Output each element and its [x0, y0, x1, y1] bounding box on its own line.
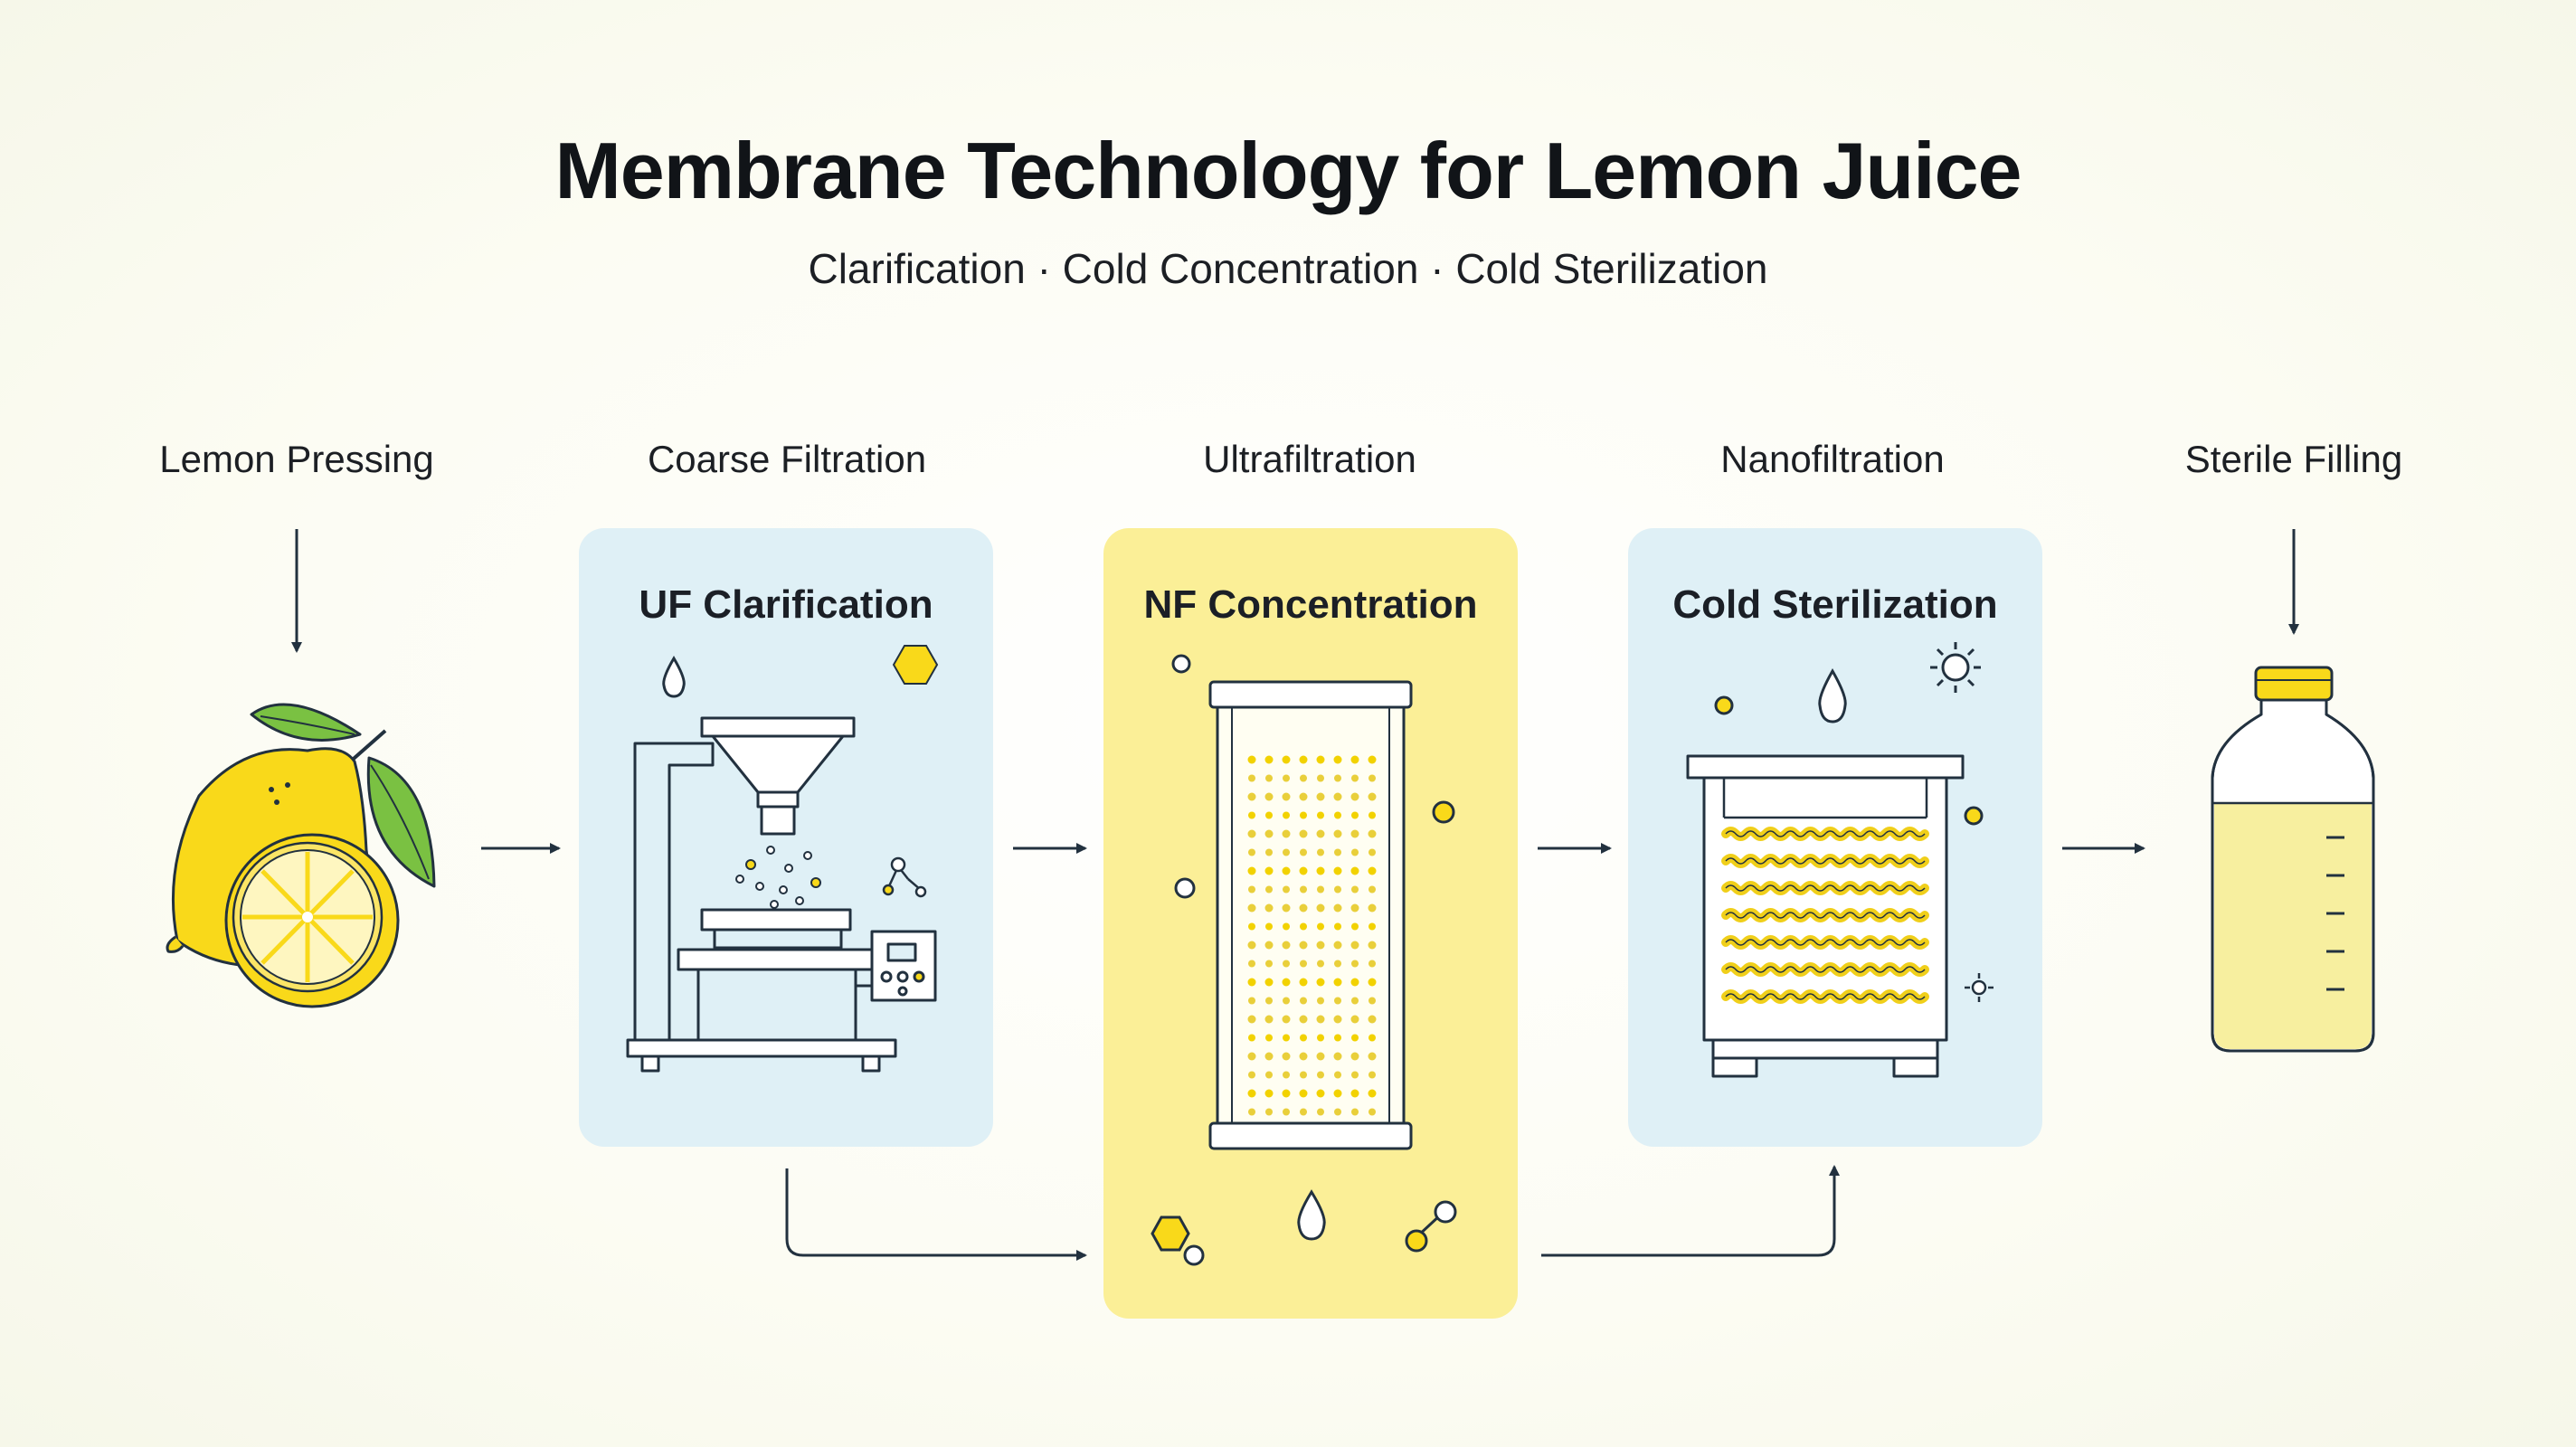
membrane-module-icon: [1208, 680, 1413, 1150]
step-label-ultrafiltration: Ultrafiltration: [1203, 438, 1416, 480]
step-label-nanofiltration: Nanofiltration: [1720, 438, 1945, 480]
step-label-sterile-filling: Sterile Filling: [2184, 438, 2403, 480]
droplet-icon: [1297, 1189, 1326, 1241]
molecule-icon: [1714, 695, 1734, 715]
molecule-icon: [1964, 806, 1984, 826]
page-subtitle: Clarification · Cold Concentration · Col…: [808, 245, 1768, 292]
card-title-cold-sterilization: Cold Sterilization: [1672, 582, 1998, 627]
membrane-layers: [1721, 827, 1929, 1004]
card-title-nf-concentration: NF Concentration: [1143, 582, 1478, 627]
droplet-icon: [1818, 667, 1847, 724]
step-label-coarse-filtration: Coarse Filtration: [647, 438, 927, 480]
molecule-icon: [882, 856, 927, 898]
flow-arrows: [291, 529, 2299, 1261]
molecule-icon: [1171, 654, 1455, 899]
card-title-uf-clarification: UF Clarification: [639, 582, 933, 627]
sterilizer-icon: [1686, 754, 1965, 1078]
molecule-icon: [1405, 1200, 1457, 1253]
step-label-pressing: Lemon Pressing: [159, 438, 434, 480]
membrane-pores: [1247, 755, 1377, 1116]
molecule-icon: [892, 645, 939, 685]
bottle-icon: [2211, 666, 2375, 1053]
arrow-bypass-nf-to-sterile: [1541, 1165, 1840, 1257]
arrow-bypass-uf-to-nf: [785, 1168, 1087, 1261]
microbe-icon: [1965, 973, 1994, 1002]
lemon-icon: [166, 703, 436, 1008]
droplet-icon: [662, 656, 686, 698]
page-title: Membrane Technology for Lemon Juice: [554, 126, 2022, 215]
molecule-icon: [1151, 1215, 1205, 1266]
microbe-icon: [1930, 642, 1981, 693]
filter-machine-icon: [626, 716, 937, 1073]
